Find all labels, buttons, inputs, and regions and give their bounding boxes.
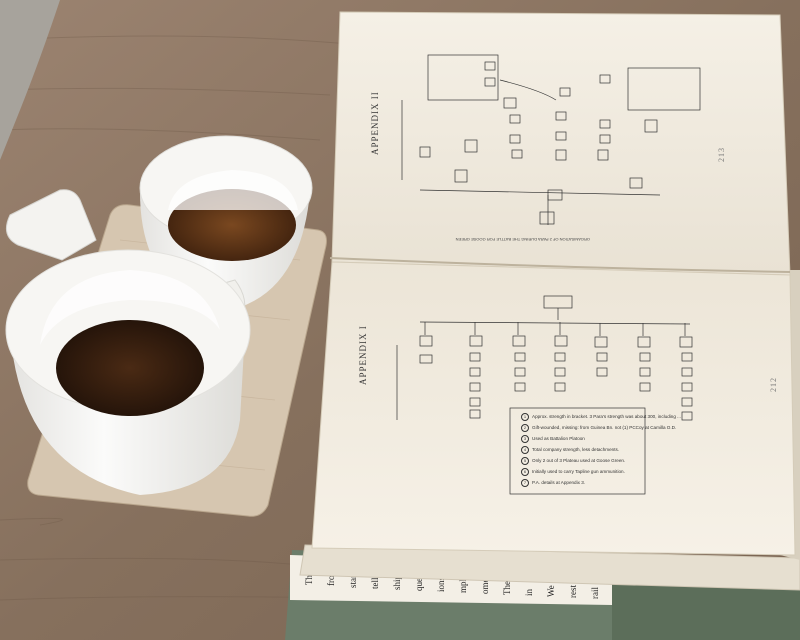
svg-text:rest: rest [568,585,578,598]
svg-text:ome: ome [480,578,490,594]
front-mug [5,249,251,495]
appendix-i-diagram [396,295,693,495]
svg-text:mpl: mpl [458,578,468,593]
appendix-ii-caption: ORGANISATION OF 2 PARA DURING THE BATTLE… [455,237,590,242]
svg-text:rail: rail [590,587,600,599]
top-page [331,11,791,276]
svg-text:stand: stand [348,569,358,588]
notes-box [509,407,646,495]
coffee-surface [56,320,204,416]
front-mug-handle [5,189,97,261]
svg-text:ques: ques [414,574,424,591]
svg-text:ship: ship [392,574,402,590]
appendix-ii-label: APPENDIX II [370,91,380,155]
bottom-page-number: 212 [769,377,778,392]
svg-text:The: The [502,581,512,595]
svg-text:ions: ions [436,576,446,592]
svg-text:The: The [304,571,314,585]
top-page-number: 213 [717,147,726,162]
open-book [299,11,800,591]
svg-text:We: We [546,585,556,597]
svg-text:tell: tell [370,577,380,589]
svg-text:in: in [524,588,534,596]
bottom-page [311,261,796,556]
appendix-ii-diagram [401,54,701,225]
svg-text:ORGANISATION OF 2 PARA DURING: ORGANISATION OF 2 PARA DURING THE BATTLE… [455,237,590,242]
svg-text:from: from [326,569,336,587]
appendix-i-label: APPENDIX I [358,325,368,385]
rug-corner [0,0,60,160]
